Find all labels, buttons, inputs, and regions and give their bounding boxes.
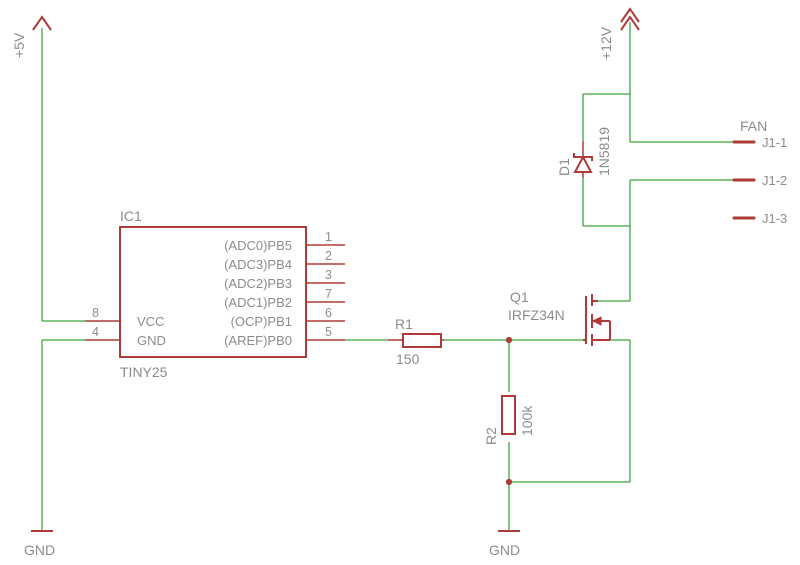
j1-pin-label: J1-1 bbox=[762, 135, 787, 150]
ic1-pin-number: 1 bbox=[325, 230, 332, 244]
ground-left: GND bbox=[24, 530, 55, 558]
ic1-pin-label: (ADC3)PB4 bbox=[224, 257, 292, 272]
r1-value: 150 bbox=[396, 351, 420, 367]
j1-label: FAN bbox=[740, 118, 767, 134]
ic1-pin-label: (ADC1)PB2 bbox=[224, 295, 292, 310]
supply-5v-label: +5V bbox=[11, 32, 27, 58]
d1-name: D1 bbox=[556, 158, 572, 176]
junction-ground-node bbox=[505, 478, 513, 486]
diode-icon bbox=[573, 154, 593, 173]
ic1-pin-label: GND bbox=[137, 333, 166, 348]
r1-name: R1 bbox=[395, 316, 413, 332]
j1-pin-label: J1-3 bbox=[762, 211, 787, 226]
ic1: IC1 TINY25 8 4 VCC GND 1 2 3 7 6 5 (ADC0… bbox=[85, 208, 345, 380]
wires bbox=[41, 22, 745, 530]
r2-value: 100k bbox=[519, 405, 535, 436]
ic1-value: TINY25 bbox=[120, 364, 168, 380]
supply-5v: +5V bbox=[11, 15, 52, 58]
diode-d1: D1 1N5819 bbox=[556, 127, 612, 178]
ic1-name: IC1 bbox=[120, 208, 142, 224]
ic1-pin-number: 4 bbox=[92, 325, 99, 339]
supply-double-arrow-icon-lower bbox=[620, 15, 640, 31]
junction-gate-node bbox=[505, 336, 513, 344]
ic1-pin-label: VCC bbox=[137, 314, 164, 329]
ground-left-label: GND bbox=[24, 542, 55, 558]
ic1-pin-number: 3 bbox=[325, 268, 332, 282]
ic1-pin-label: (ADC0)PB5 bbox=[224, 238, 292, 253]
supply-double-arrow-icon bbox=[620, 7, 640, 23]
ic1-pin-label: (OCP)PB1 bbox=[231, 314, 292, 329]
ground-right-label: GND bbox=[489, 542, 520, 558]
q1-name: Q1 bbox=[510, 289, 529, 305]
ic1-pin-number: 5 bbox=[325, 325, 332, 339]
ground-right: GND bbox=[489, 530, 520, 558]
resistor-icon bbox=[501, 395, 516, 435]
resistor-r2: R2 100k bbox=[483, 395, 535, 445]
supply-12v: +12V bbox=[598, 7, 640, 60]
mosfet-q1: Q1 IRFZ34N bbox=[508, 289, 611, 346]
d1-value: 1N5819 bbox=[596, 127, 612, 176]
ic1-pin-number: 7 bbox=[325, 287, 332, 301]
connector-j1: FAN J1-1 J1-2 J1-3 bbox=[732, 118, 787, 226]
resistor-r1: R1 150 bbox=[388, 316, 444, 367]
ic1-body bbox=[119, 226, 307, 358]
ic1-pin-number: 2 bbox=[325, 249, 332, 263]
ic1-pin-number: 6 bbox=[325, 306, 332, 320]
ic1-pin-label: (ADC2)PB3 bbox=[224, 276, 292, 291]
ic1-pin-number: 8 bbox=[92, 306, 99, 320]
q1-value: IRFZ34N bbox=[508, 307, 565, 323]
j1-pin-label: J1-2 bbox=[762, 173, 787, 188]
ic1-pin-label: (AREF)PB0 bbox=[224, 333, 292, 348]
supply-arrow-icon bbox=[32, 15, 52, 31]
supply-12v-label: +12V bbox=[598, 26, 614, 60]
resistor-icon bbox=[402, 333, 442, 348]
junctions bbox=[505, 336, 513, 486]
mosfet-arrow-icon bbox=[591, 316, 602, 326]
r2-name: R2 bbox=[483, 427, 499, 445]
